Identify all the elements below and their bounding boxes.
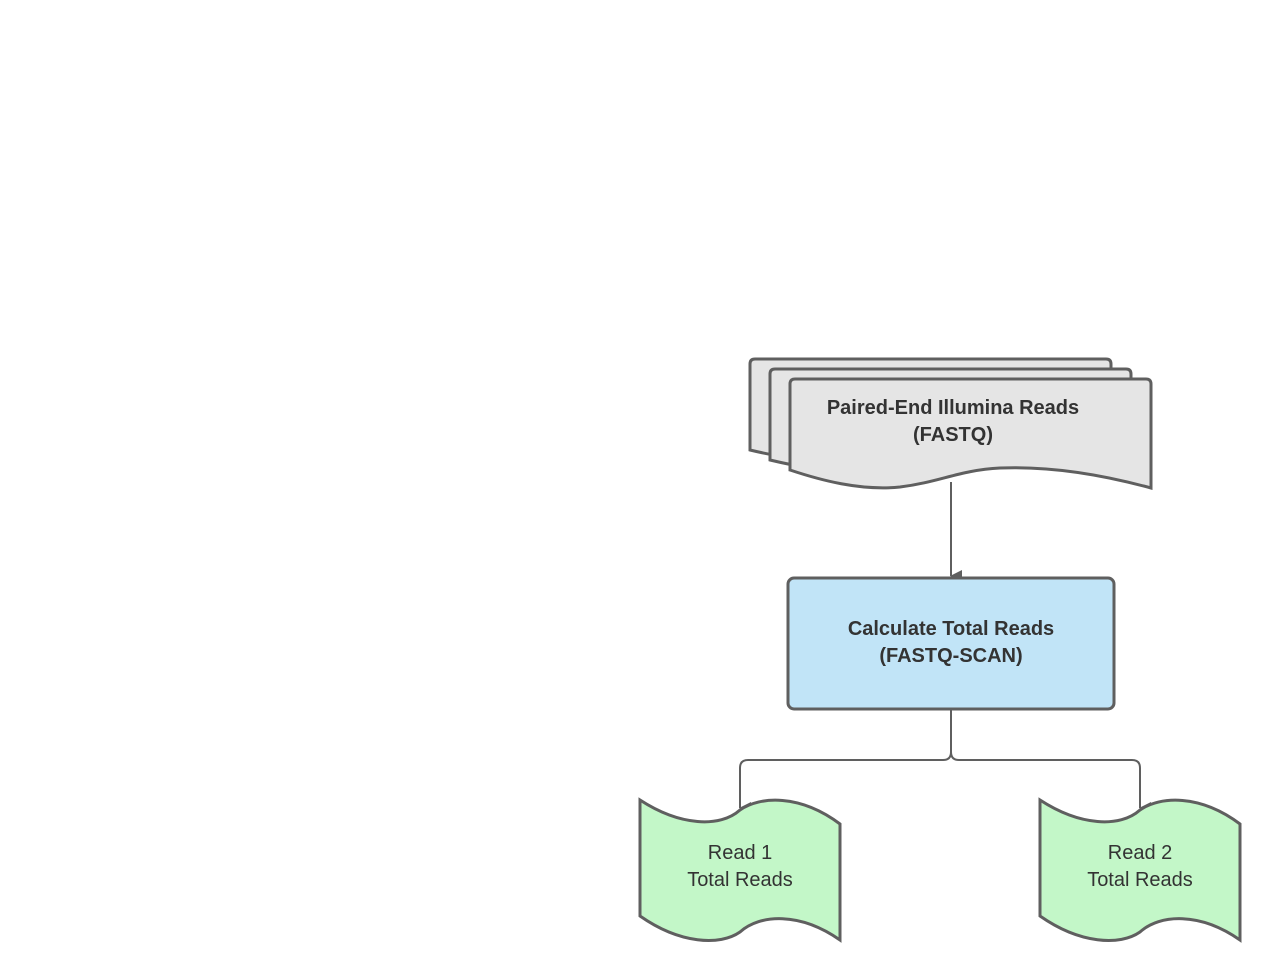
- output-read2-line2: Total Reads: [1087, 869, 1193, 891]
- process-label-line1: Calculate Total Reads: [848, 618, 1054, 640]
- output-read1-line2: Total Reads: [687, 869, 793, 891]
- output-read2-line1: Read 2: [1108, 842, 1173, 864]
- edge-process-to-read2: [950, 710, 1151, 814]
- output-read2-shape: [1038, 797, 1242, 943]
- process-box: [786, 576, 1116, 711]
- node-output-read2: Read 2 Total Reads: [1038, 797, 1242, 943]
- process-label-line2: (FASTQ-SCAN): [879, 645, 1022, 667]
- input-label-line2: (FASTQ): [913, 424, 993, 446]
- node-process: Calculate Total Reads (FASTQ-SCAN): [786, 576, 1116, 711]
- output-read1-shape: [638, 797, 842, 943]
- input-document-front: [788, 377, 1153, 490]
- input-label-line1: Paired-End Illumina Reads: [827, 397, 1079, 419]
- node-output-read1: Read 1 Total Reads: [638, 797, 842, 943]
- edge-process-to-read1: [739, 710, 952, 814]
- output-read1-line1: Read 1: [708, 842, 773, 864]
- node-input: Paired-End Illumina Reads (FASTQ): [748, 357, 1153, 490]
